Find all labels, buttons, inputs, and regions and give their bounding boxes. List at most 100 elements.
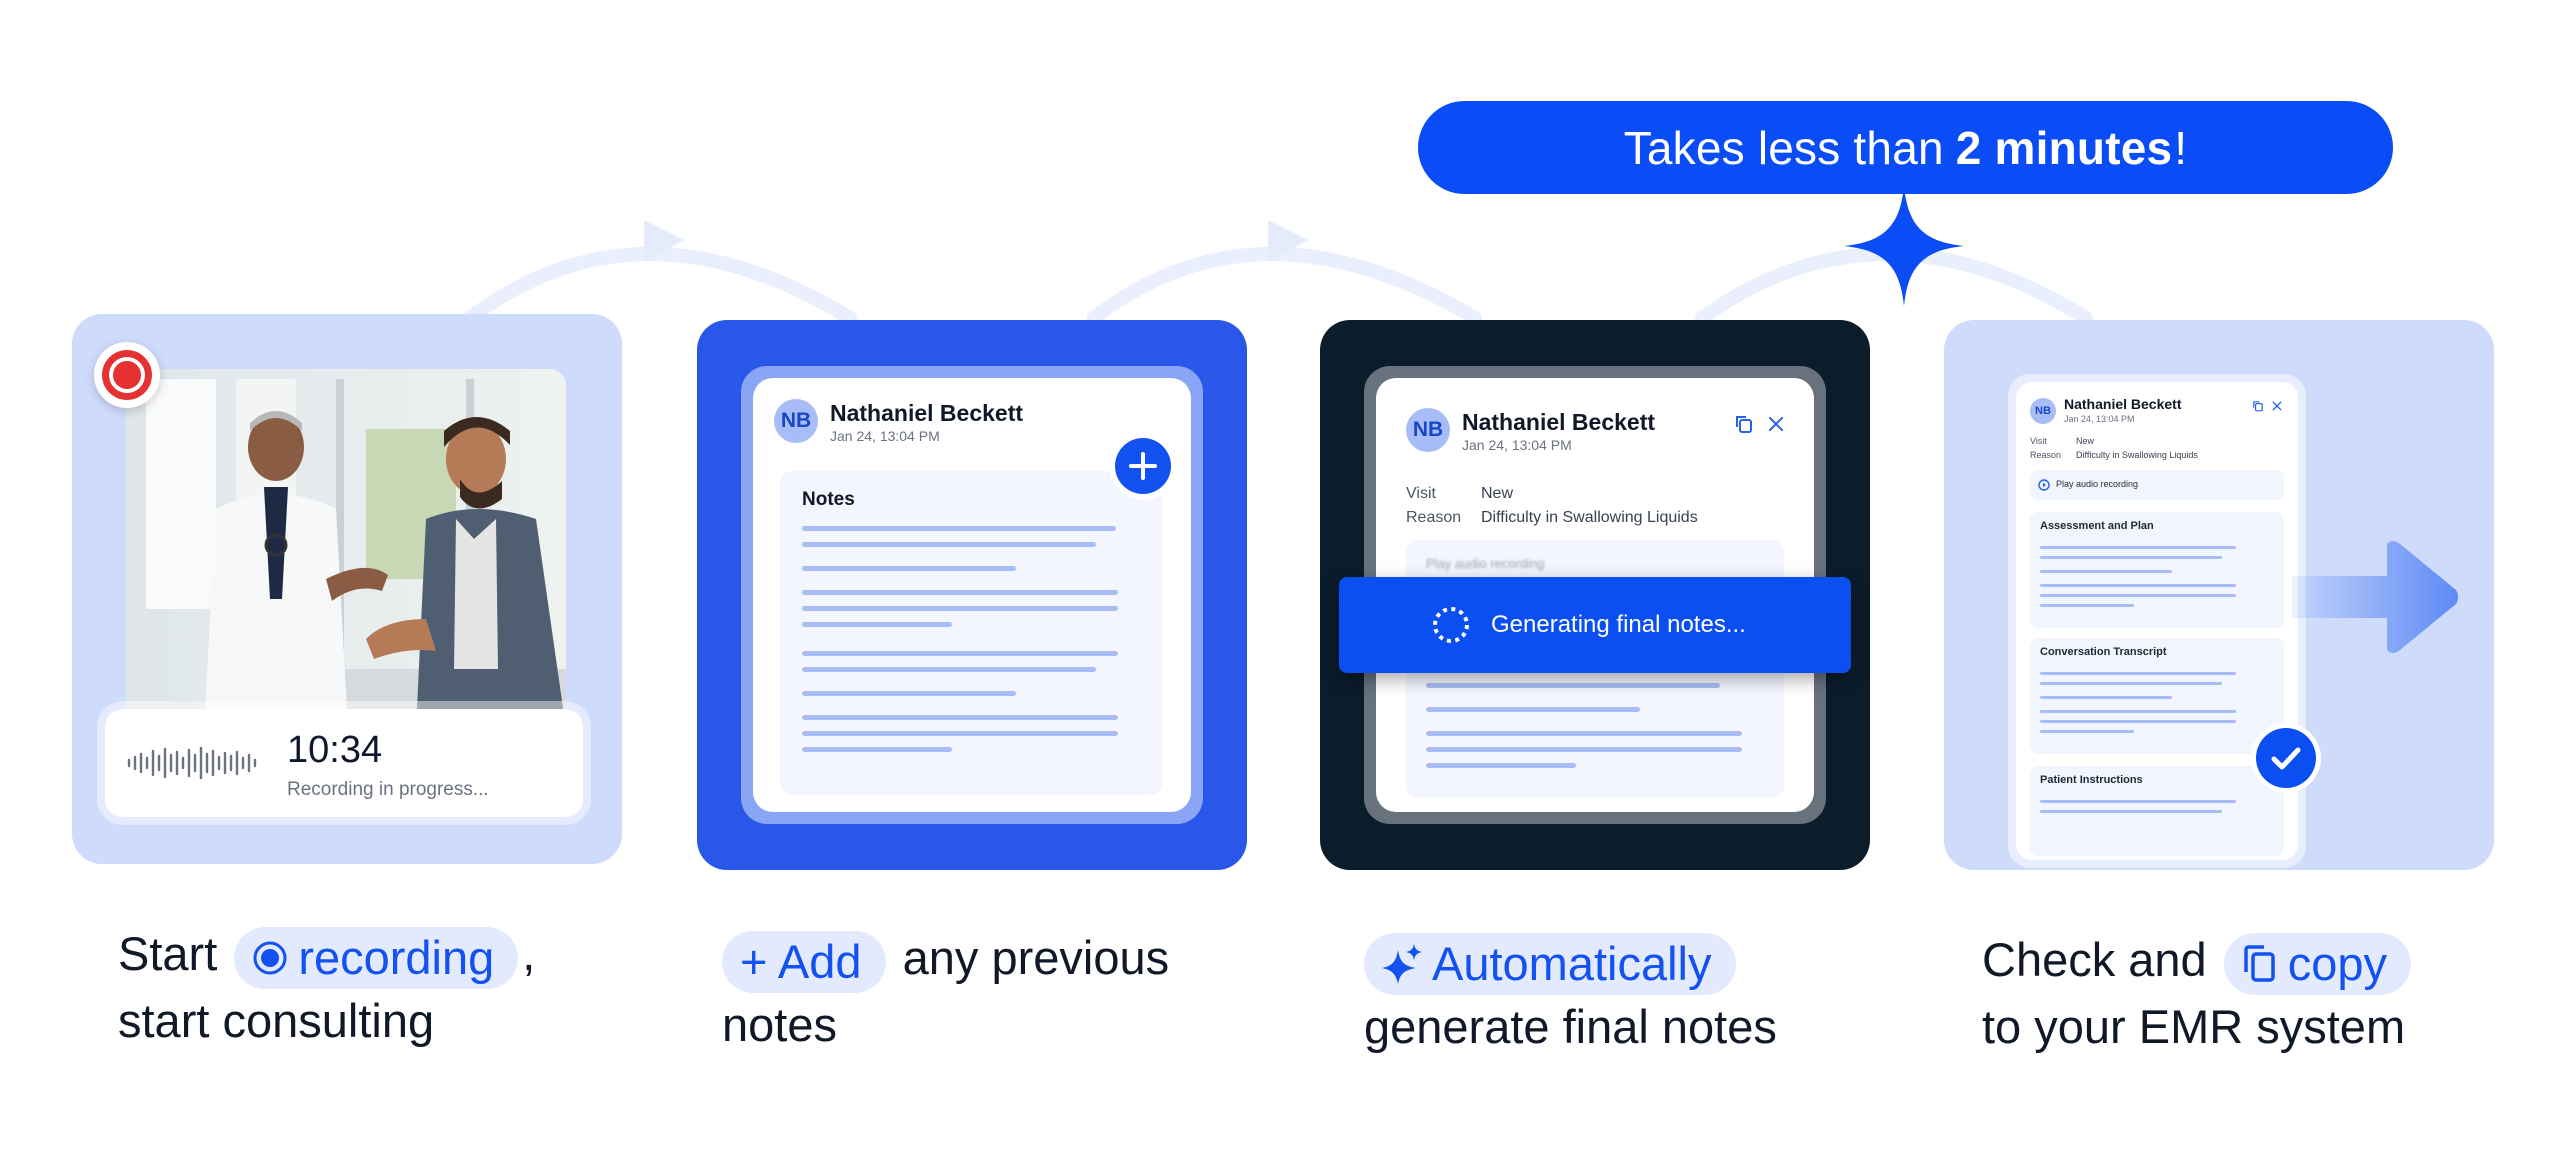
close-icon[interactable]: [1768, 416, 1784, 432]
note-line: [802, 667, 1096, 672]
caption-line2: notes: [722, 997, 837, 1051]
avatar: NB: [2030, 398, 2056, 424]
note-line: [2040, 594, 2236, 597]
patient-date: Jan 24, 13:04 PM: [830, 428, 940, 444]
note-line: [2040, 570, 2172, 573]
note-line: [1426, 707, 1640, 712]
notes-box: Notes: [780, 471, 1162, 795]
section-title: Patient Instructions: [2040, 774, 2143, 786]
patient-name: Nathaniel Beckett: [2064, 396, 2182, 412]
note-line: [802, 542, 1096, 547]
recording-pill: recording: [234, 926, 519, 989]
waveform-icon: [127, 747, 257, 779]
loading-spinner-icon: [1433, 607, 1469, 643]
banner-prefix: Takes less than: [1623, 121, 1944, 174]
recording-status: Recording in progress...: [287, 779, 489, 800]
reason-label: Reason: [2030, 450, 2062, 460]
copy-icon[interactable]: [1734, 414, 1754, 434]
note-line: [2040, 720, 2236, 723]
patient-name: Nathaniel Beckett: [1462, 409, 1656, 435]
play-audio-label: Play audio recording: [1426, 556, 1545, 571]
final-panel: NB Nathaniel Beckett Jan 24, 13:04 PM Vi…: [2016, 382, 2298, 860]
note-line: [802, 747, 952, 752]
pill-label: + Add: [740, 934, 862, 988]
record-icon[interactable]: [94, 342, 160, 408]
note-line: [2040, 556, 2222, 559]
step3-caption: Automatically generate final notes: [1364, 928, 1777, 1059]
note-line: [2040, 546, 2236, 549]
caption-line2: generate final notes: [1364, 999, 1777, 1053]
note-line: [1426, 763, 1576, 768]
close-icon[interactable]: [2272, 401, 2282, 411]
visit-value: New: [1481, 485, 1514, 502]
note-line: [802, 526, 1116, 531]
note-line: [2040, 584, 2236, 587]
note-line: [802, 590, 1118, 595]
recording-panel: 10:34 Recording in progress...: [105, 709, 583, 817]
instructions-section: Patient Instructions: [2030, 766, 2284, 856]
note-line: [802, 622, 952, 627]
step1-caption: Start recording , start consulting: [118, 922, 535, 1053]
pill-label: recording: [298, 930, 495, 984]
note-line: [2040, 696, 2172, 699]
avatar: NB: [774, 399, 818, 443]
note-line: [1426, 683, 1720, 688]
note-line: [802, 606, 1118, 611]
copy-icon[interactable]: [2252, 400, 2264, 412]
check-icon: [2256, 728, 2316, 788]
reason-value: Difficulty in Swallowing Liquids: [1481, 509, 1698, 526]
caption-line2: start consulting: [118, 993, 435, 1047]
step4-caption: Check and copy to your EMR system: [1982, 928, 2415, 1059]
note-line: [2040, 710, 2236, 713]
note-line: [2040, 672, 2236, 675]
step-recording-card: 10:34 Recording in progress...: [72, 314, 622, 864]
visit-label: Visit: [2030, 436, 2047, 446]
section-title: Conversation Transcript: [2040, 646, 2167, 658]
play-icon: [2038, 479, 2050, 491]
record-dot-icon: [253, 941, 287, 975]
consultation-photo: [126, 369, 566, 729]
sparkle-icon: [1382, 943, 1422, 984]
step-add-notes-card: NB Nathaniel Beckett Jan 24, 13:04 PM No…: [697, 320, 1247, 870]
note-line: [2040, 800, 2236, 803]
caption-text: Check and: [1982, 933, 2207, 986]
add-note-button[interactable]: [1115, 438, 1171, 494]
patient-date: Jan 24, 13:04 PM: [2064, 414, 2135, 424]
avatar: NB: [1406, 408, 1450, 452]
automatically-pill: Automatically: [1364, 932, 1736, 995]
patient-date: Jan 24, 13:04 PM: [1462, 437, 1572, 453]
note-line: [802, 691, 1016, 696]
banner-emphasis: 2 minutes: [1955, 121, 2173, 174]
recording-timer: 10:34: [287, 729, 383, 771]
assessment-section: Assessment and Plan: [2030, 512, 2284, 628]
note-line: [2040, 682, 2222, 685]
play-audio-label: Play audio recording: [2056, 479, 2139, 489]
plus-icon: [1129, 452, 1157, 480]
generating-status-bar: Generating final notes...: [1339, 577, 1851, 673]
device-frame: NB Nathaniel Beckett Jan 24, 13:04 PM No…: [741, 366, 1203, 824]
pill-label: copy: [2287, 936, 2388, 990]
visit-value: New: [2076, 436, 2095, 446]
section-title: Assessment and Plan: [2040, 520, 2154, 532]
copy-pill: copy: [2223, 932, 2412, 995]
reason-label: Reason: [1406, 509, 1462, 526]
step-copy-card: NB Nathaniel Beckett Jan 24, 13:04 PM Vi…: [1944, 320, 2494, 870]
caption-line2: to your EMR system: [1982, 999, 2406, 1053]
note-line: [802, 731, 1118, 736]
audio-row[interactable]: Play audio recording: [2030, 470, 2284, 500]
transcript-section: Conversation Transcript: [2030, 638, 2284, 754]
patient-name: Nathaniel Beckett: [830, 400, 1024, 426]
step-generate-card: NB Nathaniel Beckett Jan 24, 13:04 PM Vi…: [1320, 320, 1870, 870]
note-line: [802, 651, 1118, 656]
device-frame: NB Nathaniel Beckett Jan 24, 13:04 PM Vi…: [2008, 374, 2306, 868]
pill-label: Automatically: [1432, 936, 1712, 990]
caption-text: ,: [522, 927, 536, 980]
note-line: [2040, 730, 2134, 733]
note-line: [802, 566, 1016, 571]
copy-icon: [2244, 944, 2275, 982]
note-line: [1426, 731, 1742, 736]
generating-text: Generating final notes...: [1491, 611, 1746, 638]
add-pill: + Add: [722, 930, 886, 993]
arrow-right-icon: [2292, 541, 2458, 653]
caption-text: any previous: [902, 931, 1170, 984]
